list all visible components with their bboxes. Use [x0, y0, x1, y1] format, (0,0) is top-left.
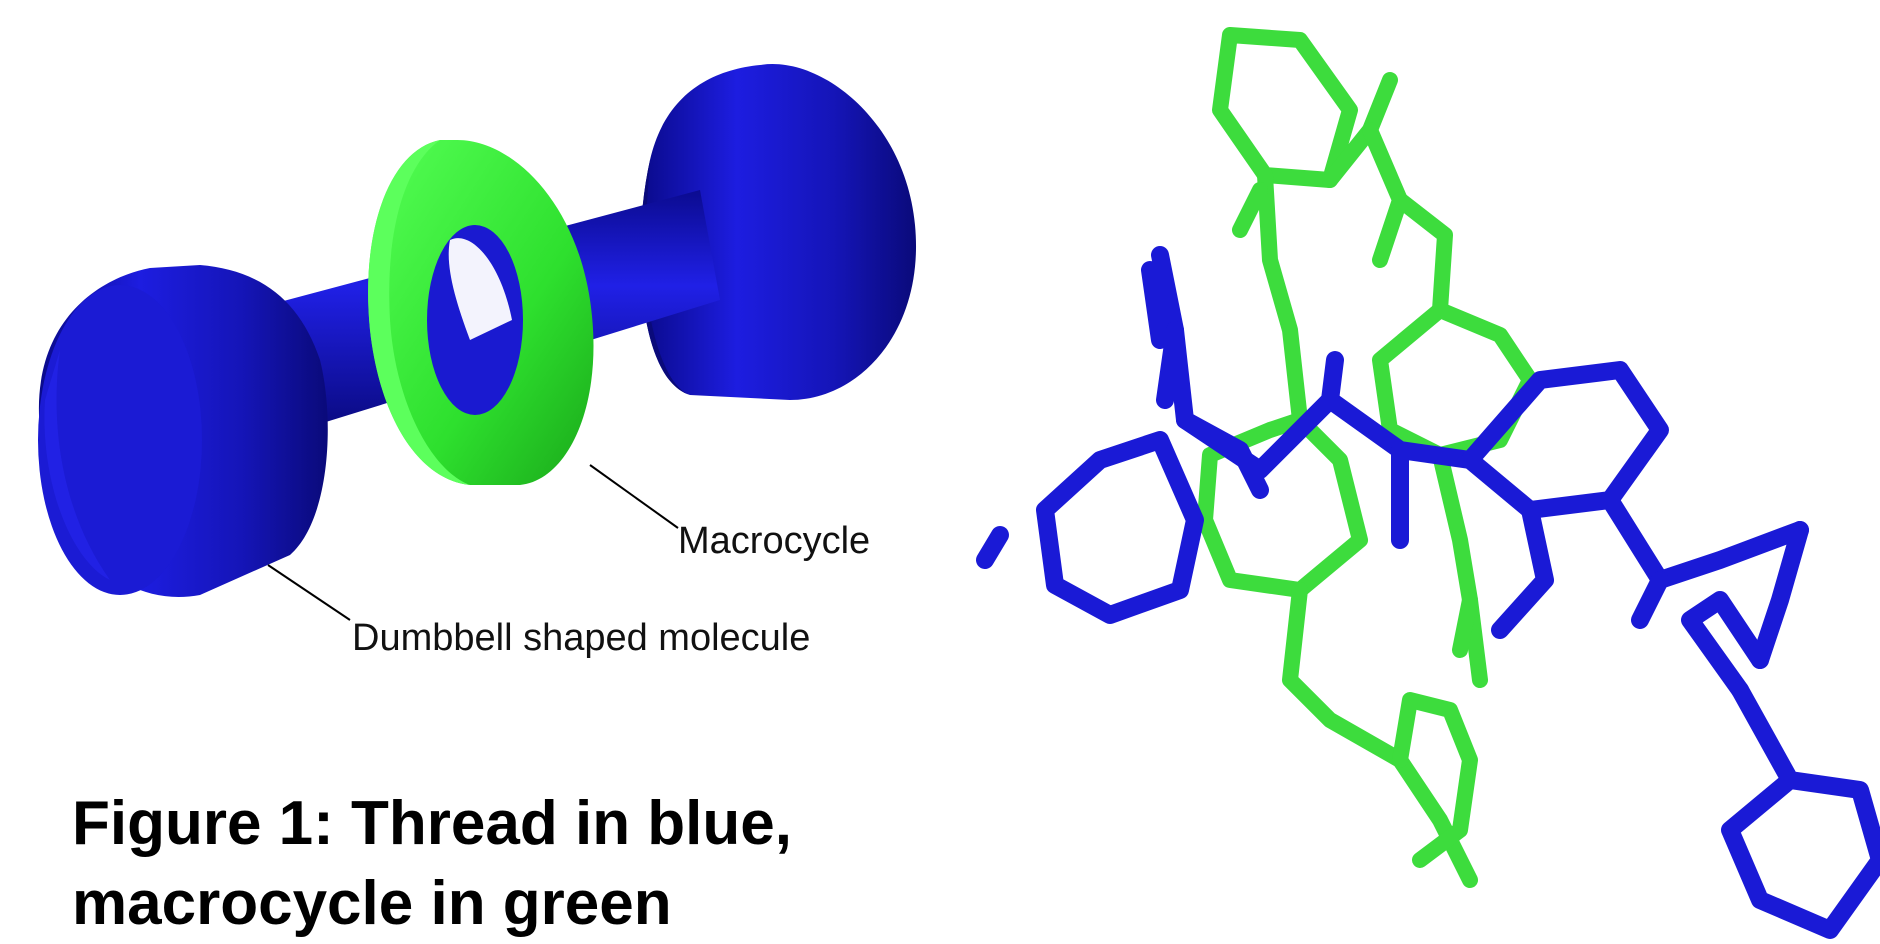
dumbbell-leader [267, 564, 351, 621]
caption-line-2: macrocycle in green [72, 869, 672, 938]
dumbbell-label: Dumbbell shaped molecule [352, 617, 811, 659]
caption-line-1: Figure 1: Thread in blue, [72, 789, 792, 858]
thread-sticks [976, 246, 1880, 939]
macrocycle-sticks [1197, 27, 1538, 888]
macrocycle-leader [589, 464, 679, 529]
molecule-stick-model [976, 27, 1880, 939]
macrocycle-label: Macrocycle [678, 520, 871, 562]
dumbbell-left-stopper [38, 265, 328, 598]
macrocycle-ring [368, 139, 594, 486]
dumbbell-cartoon [38, 63, 917, 621]
dumbbell-right-stopper [640, 63, 917, 400]
figure-caption: Figure 1: Thread in blue, macrocycle in … [72, 784, 972, 944]
